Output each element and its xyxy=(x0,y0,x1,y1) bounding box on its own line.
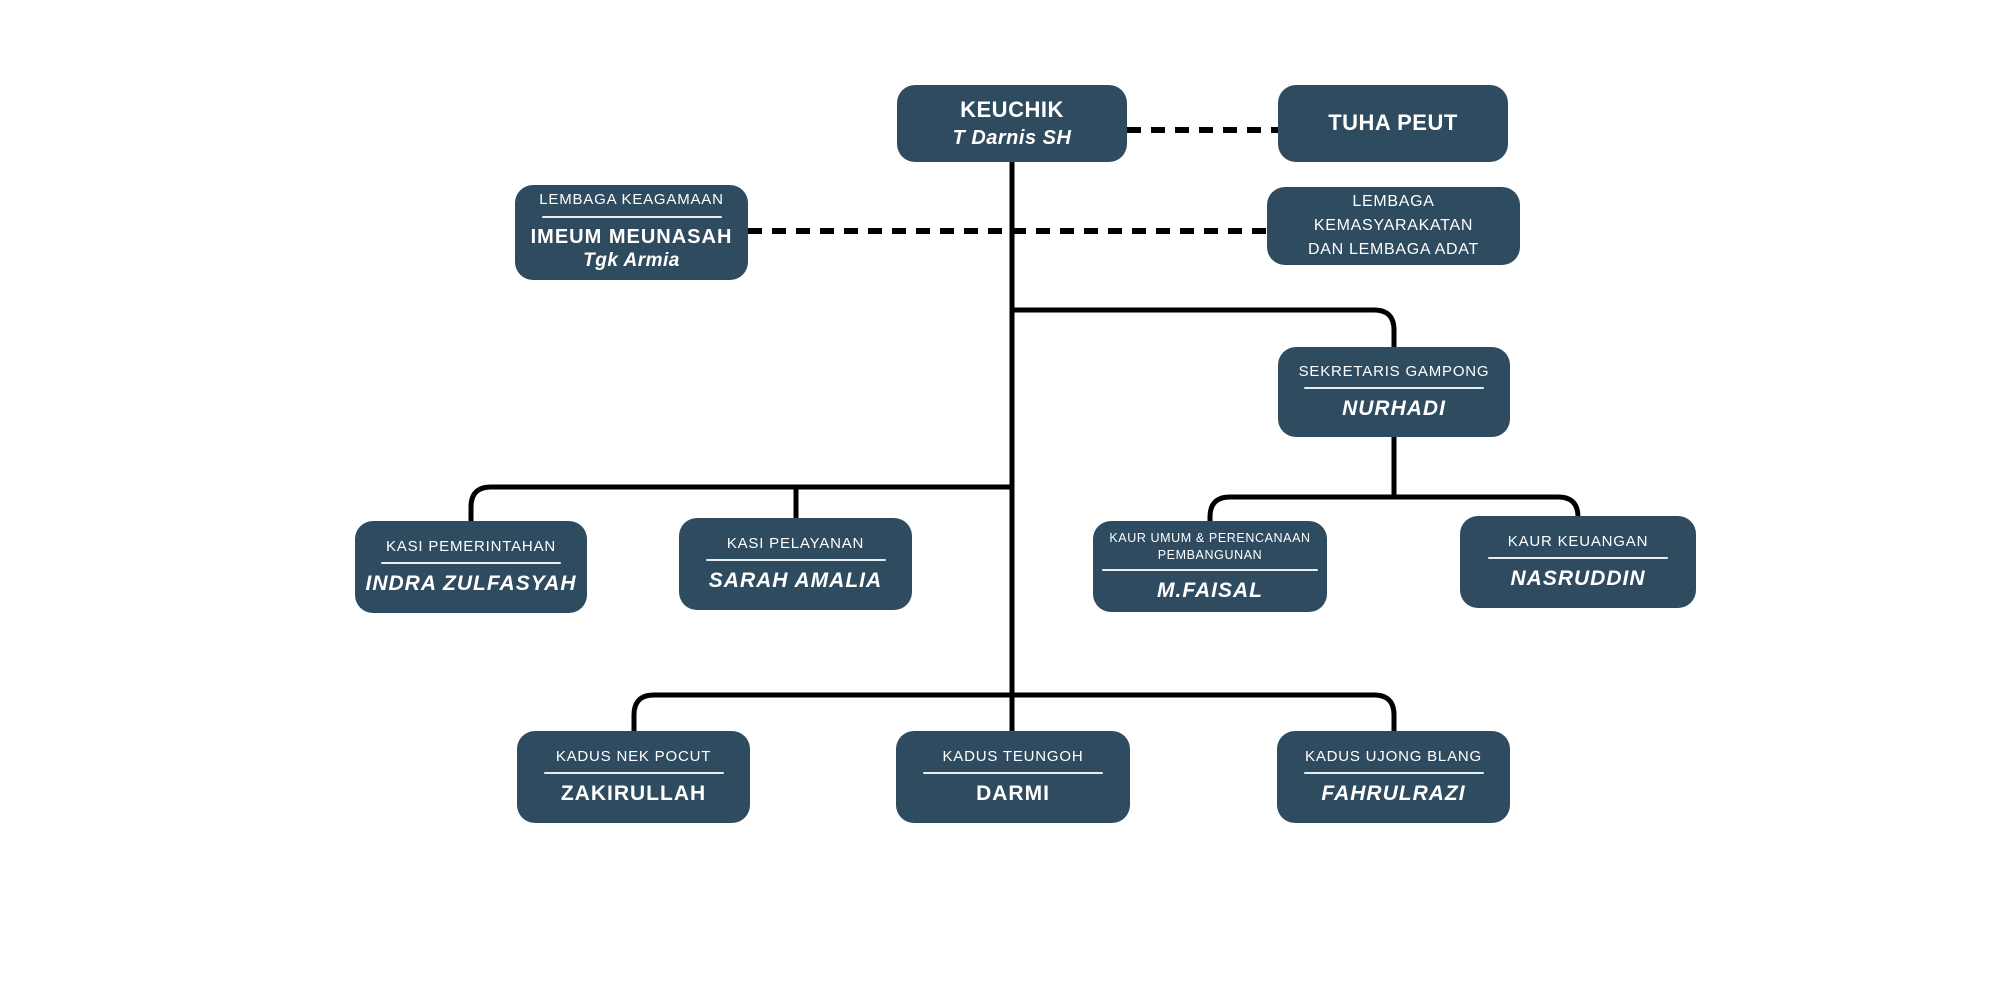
org-node-lembaga-kemasyarakatan: LEMBAGA KEMASYARAKATAN DAN LEMBAGA ADAT xyxy=(1267,187,1520,265)
org-node-kadus-nek-pocut: KADUS NEK POCUT ZAKIRULLAH xyxy=(517,731,750,823)
org-node-keuchik: KEUCHIK T Darnis SH xyxy=(897,85,1127,162)
title-divider xyxy=(923,772,1103,775)
node-position-label-line2: PEMBANGUNAN xyxy=(1157,547,1263,562)
title-divider xyxy=(1102,569,1318,572)
org-node-kadus-teungoh: KADUS TEUNGOH DARMI xyxy=(896,731,1130,823)
node-position-label: KAUR KEUANGAN xyxy=(1507,532,1649,550)
node-person-name: NURHADI xyxy=(1342,397,1446,421)
node-position-label: KADUS UJONG BLANG xyxy=(1305,747,1482,765)
node-unit-label-line1: LEMBAGA KEMASYARAKATAN xyxy=(1313,193,1474,234)
org-node-kasi-pemerintahan: KASI PEMERINTAHAN INDRA ZULFASYAH xyxy=(355,521,587,613)
org-node-kasi-pelayanan: KASI PELAYANAN SARAH AMALIA xyxy=(679,518,912,610)
node-position-label: TUHA PEUT xyxy=(1328,110,1458,136)
org-node-tuha-peut: TUHA PEUT xyxy=(1278,85,1508,162)
node-unit-label: LEMBAGA KEAGAMAAN xyxy=(539,191,724,209)
title-divider xyxy=(1303,772,1484,775)
title-divider xyxy=(705,559,886,562)
node-position-label-line1: KAUR UMUM & PERENCANAAN xyxy=(1109,530,1311,545)
node-position-label: KEUCHIK xyxy=(960,97,1064,123)
node-position-label: KASI PEMERINTAHAN xyxy=(385,537,557,555)
org-node-kadus-ujong-blang: KADUS UJONG BLANG FAHRULRAZI xyxy=(1277,731,1510,823)
node-unit-label-line2: DAN LEMBAGA ADAT xyxy=(1308,241,1479,258)
node-person-name: DARMI xyxy=(976,782,1050,806)
node-person-name: INDRA ZULFASYAH xyxy=(365,572,577,596)
connector-trunk-kadus-rail xyxy=(631,692,1397,732)
node-person-name: Tgk Armia xyxy=(583,250,680,272)
org-node-kaur-umum: KAUR UMUM & PERENCANAAN PEMBANGUNAN M.FA… xyxy=(1093,521,1327,612)
connector-trunk-sekretaris xyxy=(1012,307,1397,348)
node-position-label: KADUS TEUNGOH xyxy=(942,747,1084,765)
title-divider xyxy=(1488,557,1668,560)
connector-trunk-kasi-rail xyxy=(468,484,1012,522)
title-divider xyxy=(381,562,561,565)
node-person-name: SARAH AMALIA xyxy=(708,569,883,593)
node-position-label: KASI PELAYANAN xyxy=(726,534,865,552)
org-node-imeum-meunasah: LEMBAGA KEAGAMAAN IMEUM MEUNASAH Tgk Arm… xyxy=(515,185,748,280)
org-node-kaur-keuangan: KAUR KEUANGAN NASRUDDIN xyxy=(1460,516,1696,608)
connector-sekretaris-kaur-rail xyxy=(1207,494,1581,523)
node-person-name: T Darnis SH xyxy=(952,126,1072,149)
title-divider xyxy=(543,772,724,775)
node-position-label: IMEUM MEUNASAH xyxy=(530,226,733,249)
title-divider xyxy=(541,216,722,219)
node-position-label: SEKRETARIS GAMPONG xyxy=(1298,362,1490,380)
node-person-name: ZAKIRULLAH xyxy=(560,782,707,806)
node-position-label: KADUS NEK POCUT xyxy=(555,747,712,765)
org-node-sekretaris-gampong: SEKRETARIS GAMPONG NURHADI xyxy=(1278,347,1510,437)
title-divider xyxy=(1304,387,1484,390)
node-person-name: M.FAISAL xyxy=(1157,579,1263,603)
node-person-name: NASRUDDIN xyxy=(1510,567,1646,591)
node-person-name: FAHRULRAZI xyxy=(1321,782,1466,806)
